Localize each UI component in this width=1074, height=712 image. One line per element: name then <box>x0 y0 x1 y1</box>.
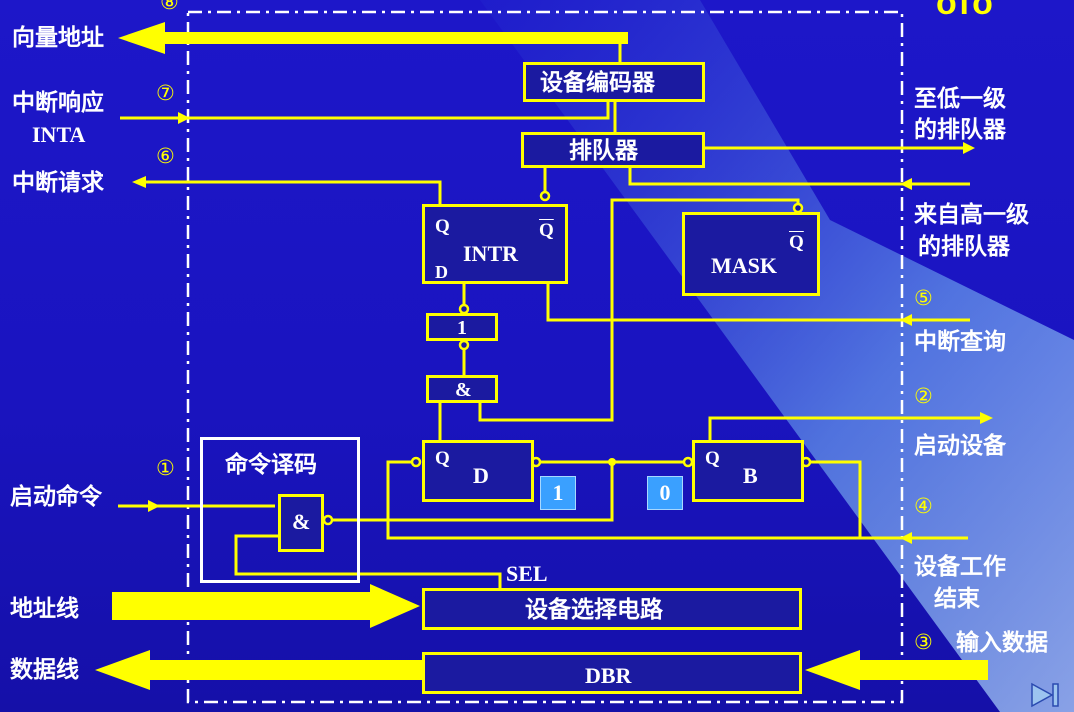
d-bit-value: 1 <box>552 480 564 505</box>
marker-5: ⑤ <box>914 286 933 310</box>
device-encoder-label: 设备编码器 <box>540 70 655 96</box>
marker-6: ⑥ <box>156 144 175 168</box>
int-query-label: 中断查询 <box>914 329 1006 355</box>
queuer-block: 排队器 <box>521 132 705 168</box>
device-select-circuit: 设备选择电路 <box>422 588 802 630</box>
dbr-label: DBR <box>585 663 632 688</box>
queuer-label: 排队器 <box>569 138 638 164</box>
intr-d-label: D <box>435 262 448 282</box>
device-encoder-block: 设备编码器 <box>523 62 705 102</box>
and-gate-label: & <box>455 379 472 401</box>
mask-label: MASK <box>711 253 777 278</box>
d-label: D <box>473 463 489 488</box>
to-lower-label-1: 至低一级 <box>914 86 1006 112</box>
start-command-label: 启动命令 <box>10 484 102 510</box>
to-lower-label-2: 的排队器 <box>914 117 1006 143</box>
marker-7: ⑦ <box>156 81 175 105</box>
bus-arrows <box>95 22 988 690</box>
b-q-label: Q <box>705 448 720 469</box>
sel-label: SEL <box>506 561 548 586</box>
vector-address-label: 向量地址 <box>12 25 104 51</box>
marker-3: ③ <box>914 630 933 654</box>
start-device-label: 启动设备 <box>914 433 1006 459</box>
d-q-label: Q <box>435 448 450 469</box>
intr-flipflop: Q Q INTR D <box>422 204 568 284</box>
address-line-label: 地址线 <box>10 596 79 622</box>
dbr-register: DBR <box>422 652 802 694</box>
device-done-label-1: 设备工作 <box>914 554 1006 580</box>
input-data-label: 输入数据 <box>956 630 1048 656</box>
command-decode-block: 命令译码 <box>200 437 360 583</box>
marker-8: ⑧ <box>160 0 179 14</box>
partial-title: ото <box>936 0 993 22</box>
data-line-label: 数据线 <box>10 657 79 683</box>
next-slide-icon[interactable] <box>1030 682 1060 708</box>
interface-boundary <box>186 10 904 704</box>
b-bit-indicator: 0 <box>647 476 683 510</box>
marker-4: ④ <box>914 494 933 518</box>
d-flipflop: Q D <box>422 440 534 502</box>
mask-flipflop: Q MASK <box>682 212 820 296</box>
from-higher-label-1: 来自高一级 <box>914 202 1029 228</box>
command-decode-label: 命令译码 <box>225 452 317 478</box>
marker-1: ① <box>156 456 175 480</box>
d-bit-indicator: 1 <box>540 476 576 510</box>
b-flipflop: Q B <box>692 440 804 502</box>
inverter-gate: 1 <box>426 313 498 341</box>
inta-label: INTA <box>32 122 86 147</box>
and-gate: & <box>426 375 498 403</box>
b-bit-value: 0 <box>659 480 671 505</box>
device-done-label-2: 结束 <box>934 586 980 612</box>
intr-label: INTR <box>463 241 519 266</box>
from-higher-label-2: 的排队器 <box>918 234 1010 260</box>
command-and-gate: & <box>278 494 324 552</box>
inverter-label: 1 <box>457 317 467 339</box>
wire-junctions <box>608 458 616 466</box>
marker-2: ② <box>914 384 933 408</box>
device-select-label: 设备选择电路 <box>525 597 663 623</box>
intr-qbar-label: Q <box>539 220 554 241</box>
int-ack-label: 中断响应 <box>12 90 104 116</box>
b-label: B <box>743 463 758 488</box>
intr-q-label: Q <box>435 216 450 237</box>
command-and-label: & <box>292 509 311 534</box>
mask-qbar-label: Q <box>789 232 804 253</box>
int-request-label: 中断请求 <box>12 170 104 196</box>
